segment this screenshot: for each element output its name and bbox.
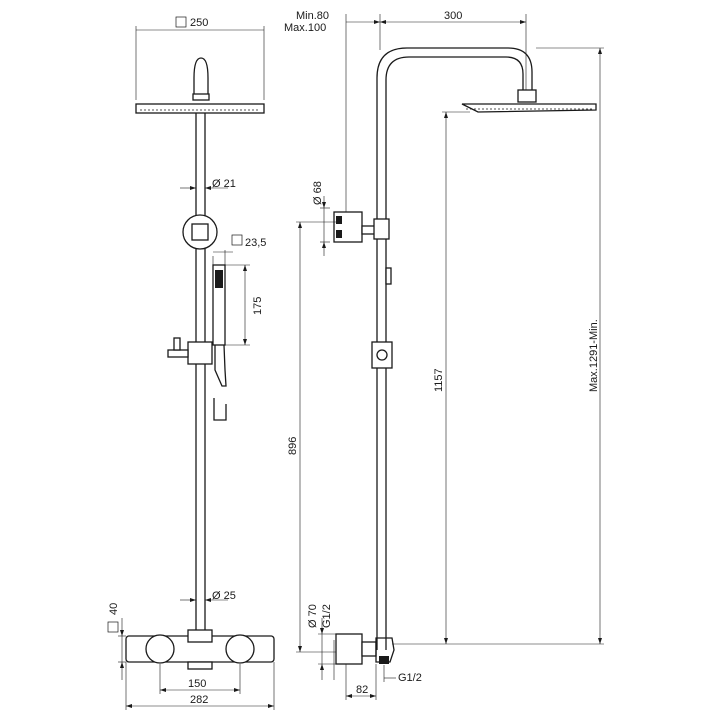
handshower-length-label: 175 [252, 297, 264, 315]
inlet-spacing-label: 150 [188, 678, 206, 690]
total-height-label: Max.1291-Min. [588, 319, 600, 392]
diverter [187, 341, 213, 365]
inlet-offset-label: 82 [356, 684, 368, 696]
column-diameter-label: Ø 25 [212, 590, 236, 602]
holder-diameter-label: Ø 68 [312, 181, 324, 205]
arm-diameter-label: Ø 21 [212, 178, 236, 190]
square-symbol-icon [175, 16, 187, 28]
head-height-label: 1157 [433, 368, 445, 392]
arm-min-label: Min.80 [296, 10, 329, 22]
side-view: Min.80 Max.100 300 Max.1291-Min. 1157 [284, 10, 604, 700]
shower-head-side [461, 103, 597, 113]
square-symbol-icon [231, 234, 243, 246]
arm-max-label: Max.100 [284, 22, 326, 34]
mixer-side [335, 633, 363, 665]
front-view: 250 Ø 21 23,5 175 [107, 16, 275, 710]
mixer-diameter-label: Ø 70 [307, 604, 319, 628]
handshower-width-label: 23,5 [245, 237, 266, 249]
mixer-width-label: 282 [190, 694, 208, 706]
square-symbol-icon [107, 621, 119, 633]
mixer-depth-label: 40 [108, 603, 120, 615]
arm-reach-label: 300 [444, 10, 462, 22]
mixer-thread-label: G1/2 [321, 604, 333, 628]
shower-head [135, 103, 265, 114]
column-height-label: 896 [287, 437, 299, 455]
head-size-label: 250 [190, 17, 208, 29]
inlet-thread-label: G1/2 [398, 672, 422, 684]
